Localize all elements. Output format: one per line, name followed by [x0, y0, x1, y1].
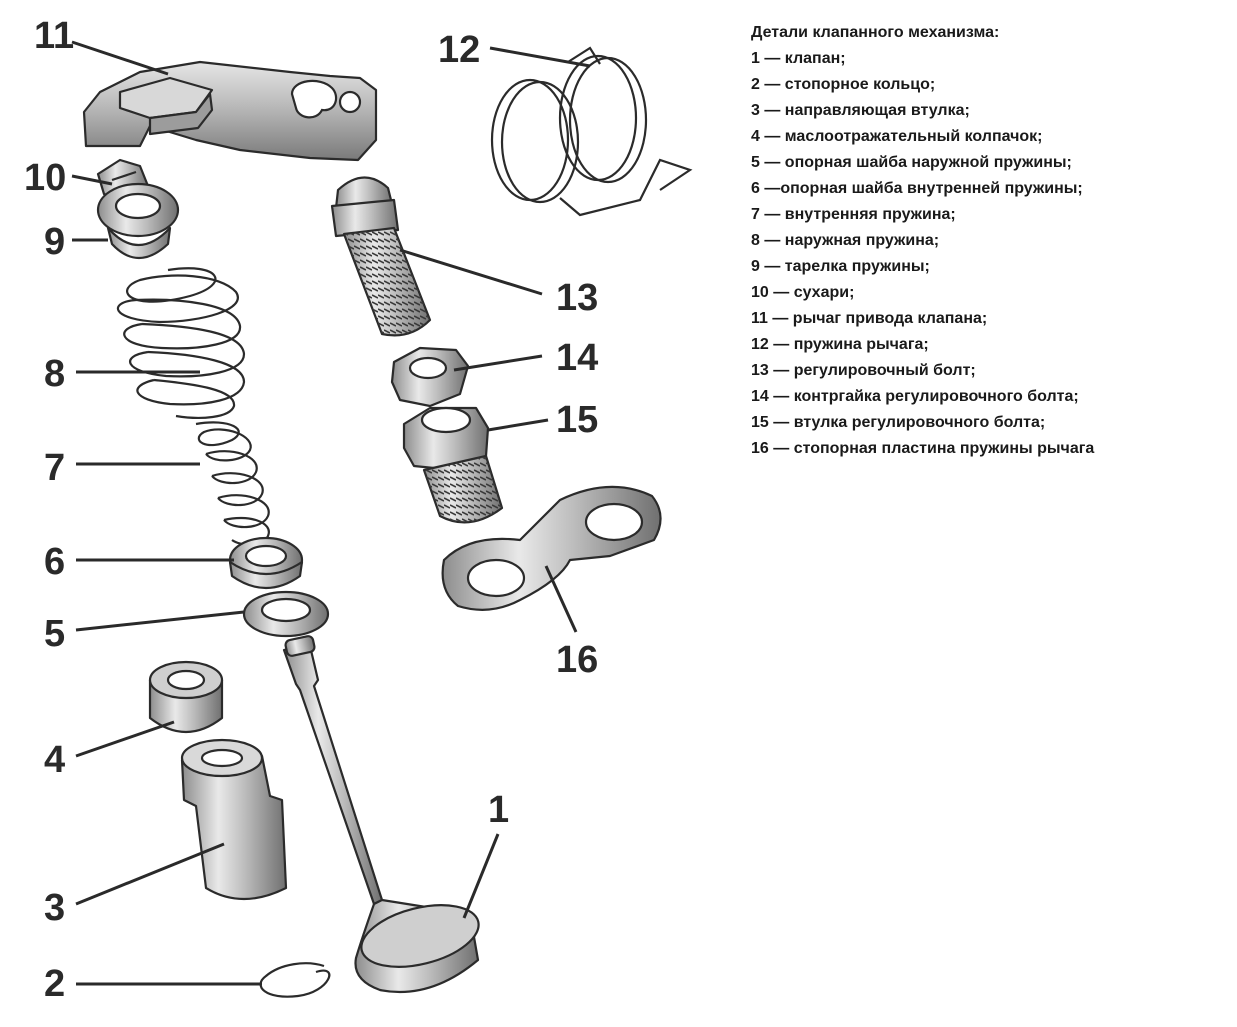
inner-valve-spring — [195, 421, 270, 546]
callout-8: 8 — [44, 353, 65, 395]
callout-1: 1 — [488, 789, 509, 831]
legend-item: 2 — стопорное кольцо; — [751, 76, 936, 93]
callout-12: 12 — [438, 29, 480, 71]
legend-item: 16 — стопорная пластина пружины рычага — [751, 440, 1095, 457]
adjusting-bolt-bushing — [402, 406, 504, 524]
callout-numbers: 1 2 3 4 5 6 7 8 9 10 11 12 13 14 15 16 — [24, 15, 598, 1005]
callout-14: 14 — [556, 337, 598, 379]
callout-16: 16 — [556, 639, 598, 681]
legend-item: 13 — регулировочный болт; — [751, 362, 976, 379]
outer-spring-seat — [242, 590, 330, 638]
callout-9: 9 — [44, 221, 65, 263]
callout-6: 6 — [44, 541, 65, 583]
callout-4: 4 — [44, 739, 65, 781]
rocker-spring — [490, 46, 693, 217]
callout-5: 5 — [44, 613, 65, 655]
callout-2: 2 — [44, 963, 65, 1005]
valve-stem-seal — [148, 660, 224, 734]
retaining-plate — [441, 485, 662, 611]
callout-15: 15 — [556, 399, 598, 441]
legend-item: 1 — клапан; — [751, 50, 846, 67]
callout-13: 13 — [556, 277, 598, 319]
legend-item: 9 — тарелка пружины; — [751, 258, 930, 275]
leader-lines — [71, 40, 591, 986]
legend-item: 10 — сухари; — [751, 284, 855, 301]
parts-legend: Детали клапанного механизма: 1 — клапан;… — [751, 20, 1221, 462]
legend-item: 8 — наружная пружина; — [751, 232, 940, 249]
legend-item: 4 — маслоотражательный колпачок; — [751, 128, 1043, 145]
legend-item: 12 — пружина рычага; — [751, 336, 929, 353]
legend-item: 11 — рычаг привода клапана; — [751, 310, 988, 327]
spring-retainer — [96, 182, 180, 259]
outer-valve-spring — [116, 267, 246, 419]
legend-title: Детали клапанного механизма: — [751, 24, 1000, 41]
legend-item: 15 — втулка регулировочного болта; — [751, 414, 1046, 431]
valve-guide — [180, 738, 288, 901]
legend-item: 6 —опорная шайба внутренней пружины; — [751, 180, 1083, 197]
legend-item: 3 — направляющая втулка; — [751, 102, 970, 119]
legend-item: 14 — контргайка регулировочного болта; — [751, 388, 1079, 405]
retaining-ring — [259, 962, 331, 998]
valve — [282, 635, 480, 994]
legend-item: 7 — внутренняя пружина; — [751, 206, 956, 223]
callout-10: 10 — [24, 157, 66, 199]
rocker-arm — [82, 60, 378, 162]
callout-11: 11 — [34, 15, 74, 57]
legend-item: 5 — опорная шайба наружной пружины; — [751, 154, 1072, 171]
callout-7: 7 — [44, 447, 65, 489]
lock-nut — [390, 346, 470, 408]
callout-3: 3 — [44, 887, 65, 929]
adjusting-bolt — [330, 176, 432, 337]
inner-spring-seat — [228, 536, 304, 589]
